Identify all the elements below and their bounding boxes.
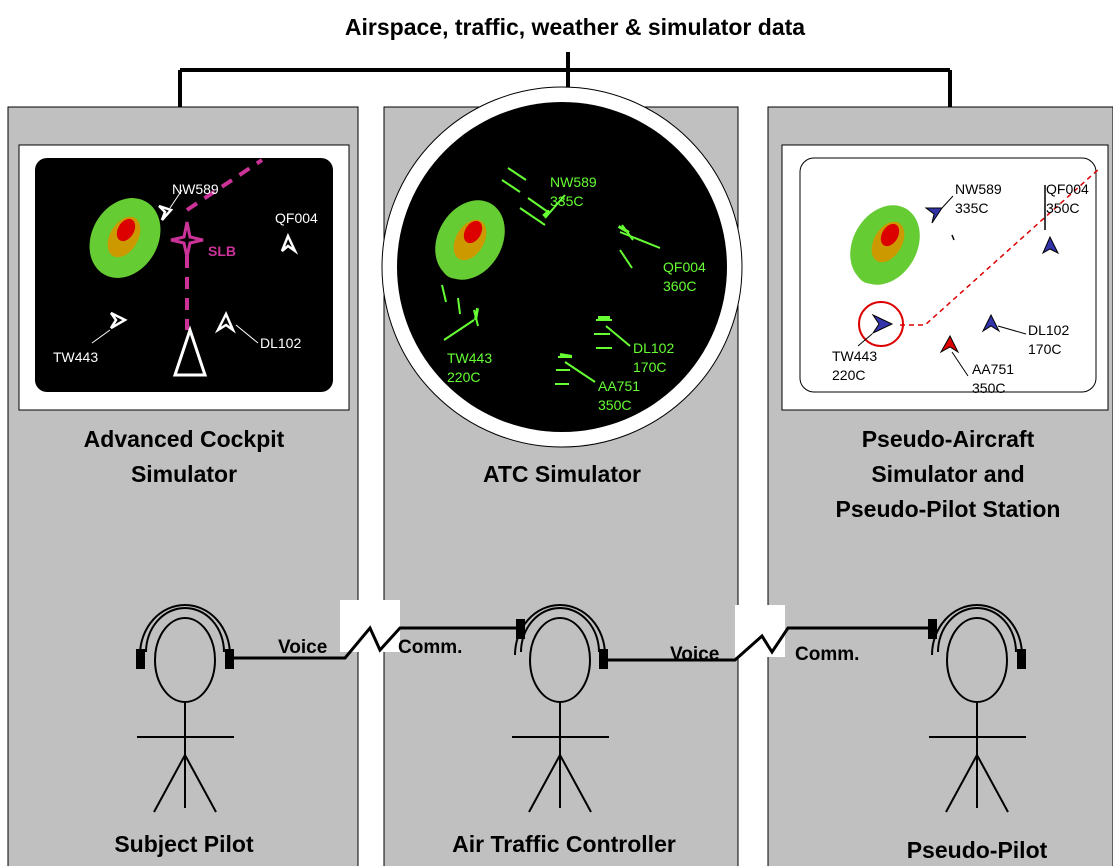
atc-label-nw589: NW589 xyxy=(550,174,597,190)
pseudo-alt-dl102: 170C xyxy=(1028,341,1061,357)
comm-comm-right: Comm. xyxy=(795,644,859,665)
pseudo-label-nw589: NW589 xyxy=(955,181,1002,197)
selected-aircraft-ring xyxy=(858,301,904,347)
aircraft-triangle-icon xyxy=(1041,235,1060,255)
route-line xyxy=(185,158,264,212)
person-label-controller: Air Traffic Controller xyxy=(452,831,676,857)
atc-label-aa751: AA751 xyxy=(598,378,640,394)
voice-comm-link-left xyxy=(230,600,522,660)
atc-label-tw443: TW443 xyxy=(447,350,492,366)
person-label-pseudo-pilot: Pseudo-Pilot xyxy=(907,837,1048,863)
atc-alt-nw589: 335C xyxy=(550,193,583,209)
diagram-title: Airspace, traffic, weather & simulator d… xyxy=(345,14,805,40)
pseudo-route-line xyxy=(900,167,1101,326)
panel-right-title-1: Pseudo-Aircraft xyxy=(862,426,1035,452)
weather-cell-icon xyxy=(850,205,920,285)
aircraft-triangle-icon xyxy=(924,207,943,224)
cockpit-label-qf004: QF004 xyxy=(275,210,318,226)
comm-voice-left: Voice xyxy=(278,637,327,658)
aircraft-chevron-icon xyxy=(158,204,174,221)
aircraft-triangle-icon xyxy=(871,313,894,335)
cockpit-display: SLB NW589 QF004 TW443 DL102 xyxy=(18,144,350,411)
atc-alt-aa751: 350C xyxy=(598,397,631,413)
atc-track-marks xyxy=(441,167,661,385)
pseudo-label-dl102: DL102 xyxy=(1028,322,1069,338)
pseudo-label-tw443: TW443 xyxy=(832,348,877,364)
pseudo-pilot-display: TW443 220C NW589 335C QF004 350C DL102 1… xyxy=(781,144,1109,411)
aircraft-chevron-icon xyxy=(280,232,299,255)
pseudo-pilot-figure xyxy=(928,604,1026,813)
pseudo-alt-aa751: 350C xyxy=(972,380,1005,396)
panel-right-title-2: Simulator and xyxy=(871,461,1024,487)
atc-scope: NW589 335C QF004 360C TW443 220C DL102 1… xyxy=(381,86,743,448)
pseudo-alt-tw443: 220C xyxy=(832,367,865,383)
controller-figure xyxy=(512,604,609,813)
cockpit-label-dl102: DL102 xyxy=(260,335,301,351)
atc-alt-qf004: 360C xyxy=(663,278,696,294)
aircraft-chevron-icon xyxy=(109,311,128,330)
atc-target-marks xyxy=(473,209,630,359)
conflict-aircraft-icon xyxy=(939,334,960,354)
panel-left-title-2: Simulator xyxy=(131,461,237,487)
person-label-subject-pilot: Subject Pilot xyxy=(114,831,254,857)
waypoint-label: SLB xyxy=(208,243,236,259)
subject-pilot-figure xyxy=(136,604,234,813)
cockpit-label-tw443: TW443 xyxy=(53,349,98,365)
atc-alt-tw443: 220C xyxy=(447,369,480,385)
waypoint-star-icon xyxy=(170,221,204,258)
panel-left-title-1: Advanced Cockpit xyxy=(84,426,285,452)
pseudo-label-aa751: AA751 xyxy=(972,361,1014,377)
atc-alt-dl102: 170C xyxy=(633,359,666,375)
pseudo-alt-qf004: 350C xyxy=(1046,200,1079,216)
pseudo-alt-nw589: 335C xyxy=(955,200,988,216)
weather-cell-icon xyxy=(89,198,161,278)
panel-center-title: ATC Simulator xyxy=(483,461,641,487)
pseudo-label-qf004: QF004 xyxy=(1046,181,1089,197)
weather-cell-icon xyxy=(435,200,505,280)
comm-comm-left: Comm. xyxy=(398,637,462,658)
comm-voice-right: Voice xyxy=(670,644,719,665)
atc-label-qf004: QF004 xyxy=(663,259,706,275)
aircraft-triangle-icon xyxy=(981,313,1001,333)
aircraft-chevron-icon xyxy=(214,311,236,334)
voice-comm-link-right xyxy=(606,605,930,662)
ownship-icon xyxy=(172,325,208,377)
atc-label-dl102: DL102 xyxy=(633,340,674,356)
cockpit-label-nw589: NW589 xyxy=(172,181,219,197)
panel-right-title-3: Pseudo-Pilot Station xyxy=(836,496,1061,522)
